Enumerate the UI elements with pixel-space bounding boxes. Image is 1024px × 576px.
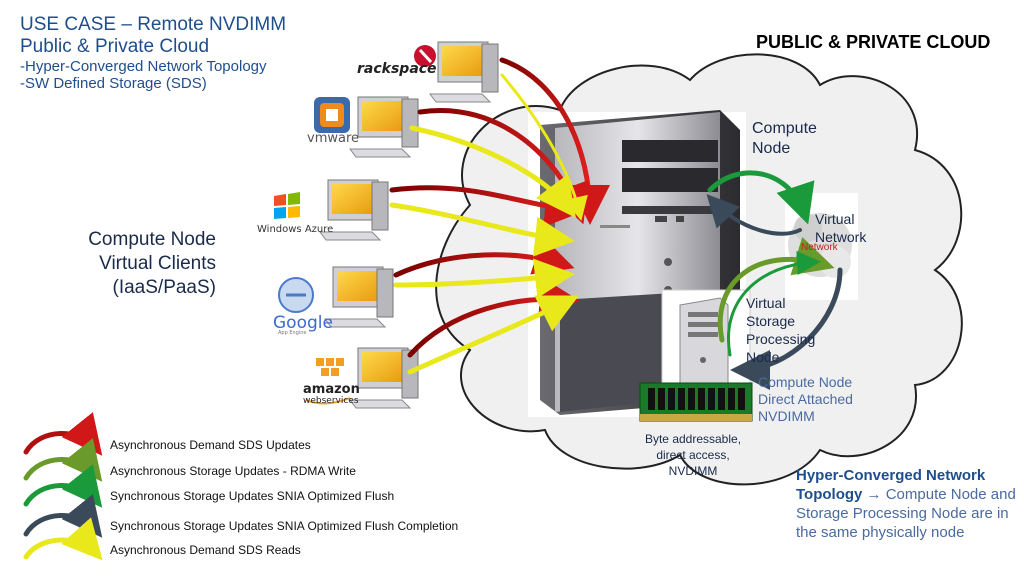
byte-label-line-1: Byte addressable, <box>644 432 742 446</box>
clients-label-line-3: (IaaS/PaaS) <box>112 277 217 298</box>
network-icon-text: Network <box>801 242 838 253</box>
compute-node-label-line-2: Node <box>752 140 791 157</box>
windows-azure-label: Windows Azure <box>257 224 334 235</box>
nvdimm-label: Compute Node Direct Attached NVDIMM <box>758 374 853 425</box>
async-read-arrows <box>389 73 588 375</box>
windows-azure-logo-icon <box>274 192 300 219</box>
compute-node-label-line-1: Compute <box>752 120 817 137</box>
storage-node-label-line-4: Node <box>746 349 780 365</box>
hyper-converged-description: Hyper-Converged Network Topology → Compu… <box>796 466 1021 542</box>
clients-label-line-1: Compute Node <box>88 229 216 250</box>
virtual-network-label: Virtual Network <box>815 210 866 246</box>
byte-label-line-2: direct access, <box>656 448 730 462</box>
client-computers <box>319 41 499 409</box>
clients-label-line-2: Virtual Clients <box>99 253 216 274</box>
compute-node-label: Compute Node <box>752 119 817 159</box>
amazon-logo-icon <box>305 358 351 405</box>
storage-node-label-line-3: Processing <box>746 331 816 347</box>
virtual-network-label-line-1: Virtual <box>815 211 855 227</box>
hyper-converged-bold: Hyper-Converged Network Topology <box>796 467 986 503</box>
legend-item-async-demand-reads: Asynchronous Demand SDS Reads <box>110 543 301 557</box>
virtual-network-label-line-2: Network <box>815 229 867 245</box>
legend-item-async-demand-updates: Asynchronous Demand SDS Updates <box>110 438 311 452</box>
byte-label-line-3: NVDIMM <box>668 464 718 478</box>
google-app-engine-sub: App Engine <box>278 330 307 336</box>
legend-item-sync-flush-completion: Synchronous Storage Updates SNIA Optimiz… <box>110 519 459 533</box>
subtitle-line-1: -Hyper-Converged Network Topology <box>20 58 267 75</box>
amazon-webservices-sub: webservices <box>303 396 359 406</box>
google-app-engine-logo-icon <box>278 277 314 313</box>
legend-item-async-storage-updates: Asynchronous Storage Updates - RDMA Writ… <box>110 464 356 478</box>
nvdimm-label-line-2: Direct Attached <box>758 391 853 407</box>
cloud-title: PUBLIC & PRIVATE CLOUD <box>756 32 991 52</box>
clients-label: Compute Node Virtual Clients (IaaS/PaaS) <box>60 228 216 300</box>
client-computer-5 <box>349 347 419 409</box>
rackspace-label: rackspace <box>357 61 437 77</box>
subtitle-line-2: -SW Defined Storage (SDS) <box>20 75 207 92</box>
client-computer-2 <box>349 96 419 158</box>
vmware-logo-icon <box>314 97 350 133</box>
storage-node-label-line-2: Storage <box>746 313 796 329</box>
amazon-label: amazon <box>303 382 360 397</box>
client-computer-4 <box>324 266 394 328</box>
client-computer-3 <box>319 179 389 241</box>
internal-arrows <box>706 170 843 390</box>
nvdimm-module-icon <box>639 382 753 422</box>
title-line-2: Public & Private Cloud <box>20 36 210 57</box>
page-subtitle: -Hyper-Converged Network Topology -SW De… <box>20 58 267 92</box>
hyper-converged-rest: Compute Node and Storage Processing Node… <box>796 486 1016 541</box>
hyper-converged-arrow: → <box>866 486 882 503</box>
legend-arrows <box>23 412 103 561</box>
byte-addressable-label: Byte addressable, direct access, NVDIMM <box>636 431 750 479</box>
nvdimm-label-line-1: Compute Node <box>758 374 853 390</box>
title-line-1: USE CASE – Remote NVDIMM <box>20 14 287 35</box>
rackspace-logo-icon <box>414 45 436 67</box>
storage-node-label-line-1: Virtual <box>746 295 786 311</box>
vmware-label: vmware <box>307 131 360 146</box>
legend-item-sync-flush: Synchronous Storage Updates SNIA Optimiz… <box>110 489 395 503</box>
nvdimm-label-line-3: NVDIMM <box>758 408 815 424</box>
google-label: Google <box>273 313 333 333</box>
storage-node-label: Virtual Storage Processing Node <box>746 294 815 366</box>
client-computer-1 <box>429 41 499 103</box>
page-title: USE CASE – Remote NVDIMM Public & Privat… <box>20 14 286 58</box>
